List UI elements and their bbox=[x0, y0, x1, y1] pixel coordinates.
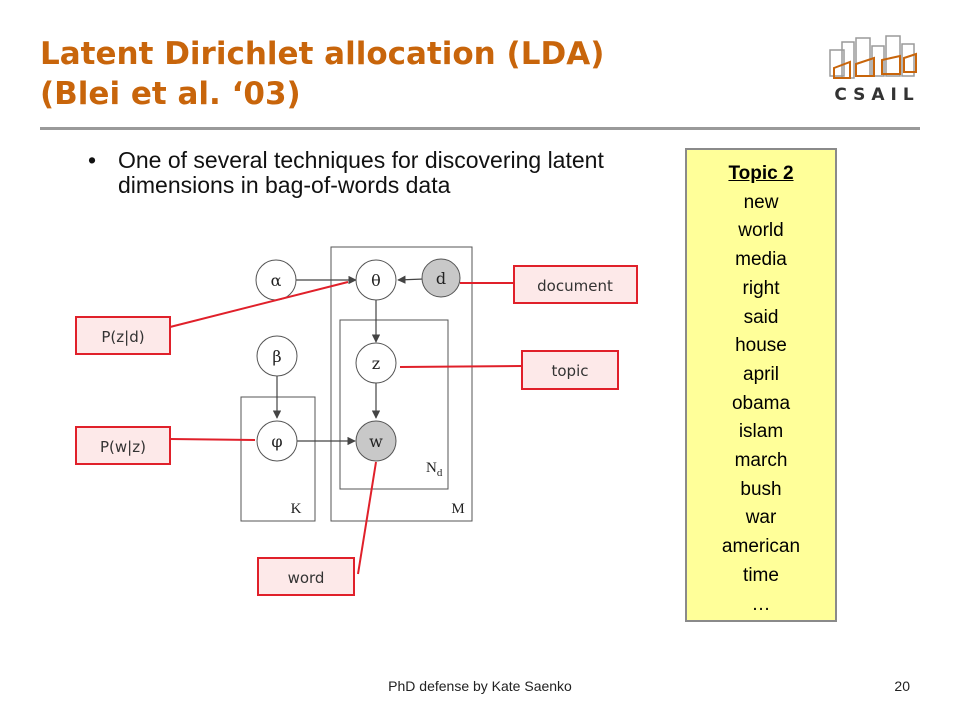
topic-word: march bbox=[734, 450, 788, 472]
bullet-marker: • bbox=[88, 147, 97, 173]
callout-pwz-label: P(w|z) bbox=[100, 438, 146, 456]
topic-word: islam bbox=[738, 421, 784, 443]
bullet-text: One of several techniques for discoverin… bbox=[118, 147, 604, 198]
logo-text: CSAIL bbox=[834, 85, 919, 105]
connector-word bbox=[357, 461, 377, 575]
node-theta-label: θ bbox=[371, 271, 381, 290]
topic-word: obama bbox=[731, 392, 791, 414]
node-phi bbox=[256, 420, 298, 462]
plate-nd-label-main: N bbox=[426, 460, 437, 476]
topic-word-list: Topic 2 new world media right said house april… bbox=[685, 148, 837, 622]
connector-topic bbox=[399, 365, 523, 368]
title-divider bbox=[40, 127, 920, 130]
callout-pwz-box bbox=[75, 426, 171, 465]
topic-word: right bbox=[742, 277, 780, 299]
node-beta bbox=[256, 335, 298, 377]
topic-word: new bbox=[743, 191, 779, 213]
plate-k bbox=[240, 396, 316, 522]
csail-logo: CSAIL bbox=[829, 35, 919, 105]
title-line-1: Latent Dirichlet allocation (LDA) bbox=[40, 36, 605, 72]
edge-d-theta bbox=[397, 275, 425, 284]
callout-pzd-label: P(z|d) bbox=[101, 328, 144, 346]
callout-pzd-box bbox=[75, 316, 171, 355]
node-w bbox=[355, 420, 397, 462]
topic-word: war bbox=[745, 507, 777, 529]
callout-document-box bbox=[513, 265, 638, 304]
plate-nd bbox=[339, 319, 449, 490]
topic-word: house bbox=[735, 335, 787, 357]
topic-word: said bbox=[743, 306, 779, 328]
node-phi-label: φ bbox=[271, 432, 282, 451]
node-z-label: z bbox=[372, 354, 380, 373]
plate-m bbox=[330, 246, 473, 522]
topic-word: bush bbox=[740, 478, 782, 500]
topic-word: world bbox=[738, 220, 784, 242]
plate-nd-label: Nd bbox=[426, 460, 443, 479]
page-number: 20 bbox=[894, 678, 910, 694]
node-d-label: d bbox=[436, 269, 446, 288]
title-line-2: (Blei et al. ‘03) bbox=[40, 76, 301, 112]
node-alpha-label: α bbox=[271, 271, 282, 290]
plate-nd-label-sub: d bbox=[437, 467, 443, 479]
node-z bbox=[355, 342, 397, 384]
footer-text: PhD defense by Kate Saenko bbox=[388, 678, 572, 694]
node-theta bbox=[355, 259, 397, 301]
slide-title: Latent Dirichlet allocation (LDA) (Blei … bbox=[40, 34, 800, 114]
connector-pzd bbox=[169, 281, 349, 328]
topic-word: april bbox=[743, 363, 779, 385]
callout-word-box bbox=[257, 557, 355, 596]
callout-topic-box bbox=[521, 350, 619, 390]
topic-word: american bbox=[721, 536, 801, 558]
topic-words: new world media right said house april obama isl… bbox=[687, 189, 835, 620]
topic-heading: Topic 2 bbox=[728, 163, 794, 184]
callout-word-label: word bbox=[288, 569, 325, 587]
topic-word: media bbox=[735, 249, 787, 271]
topic-word: … bbox=[751, 593, 771, 615]
callout-topic-label: topic bbox=[552, 362, 589, 380]
node-w-label: w bbox=[369, 432, 383, 451]
node-d bbox=[421, 258, 461, 298]
plate-k-label: K bbox=[291, 501, 302, 517]
plate-m-label: M bbox=[451, 501, 464, 517]
callout-document-label: document bbox=[537, 277, 613, 295]
topic-word: time bbox=[743, 564, 779, 586]
connector-pwz bbox=[169, 438, 256, 441]
node-beta-label: β bbox=[272, 347, 281, 366]
